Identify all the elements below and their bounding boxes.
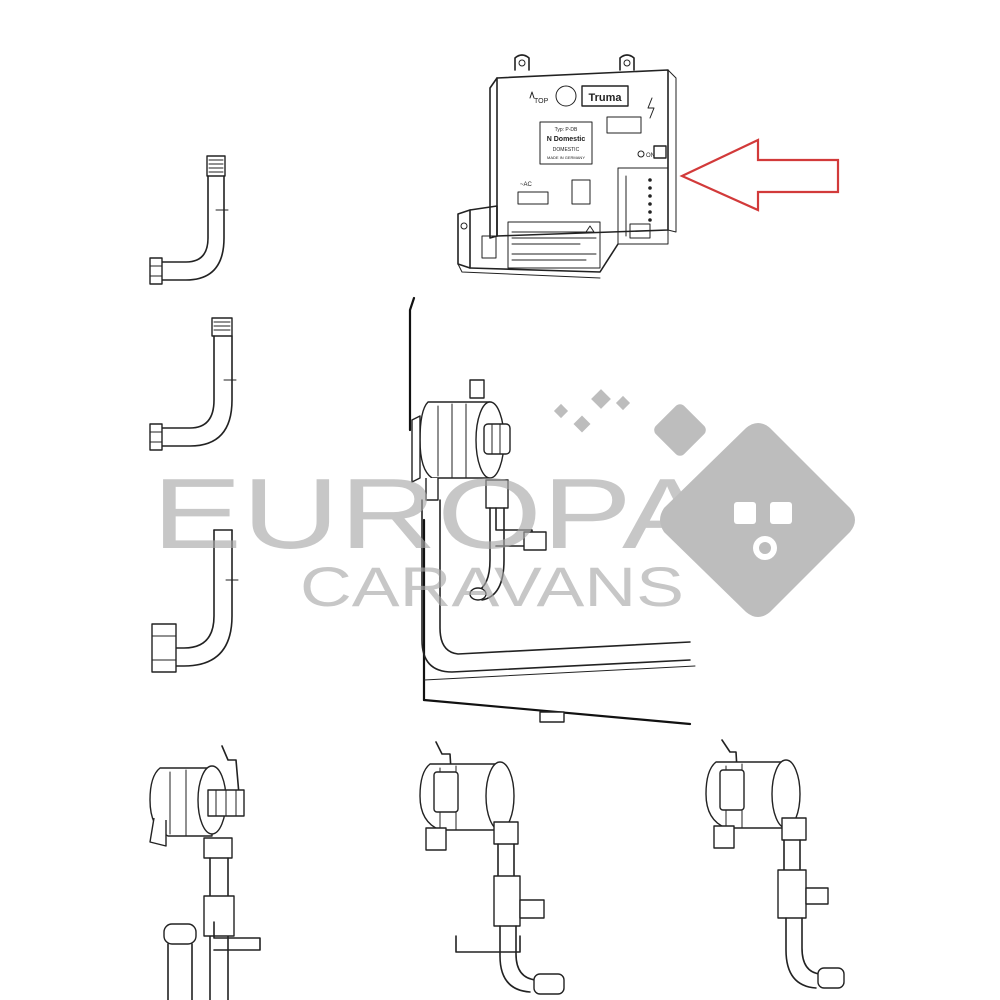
label-line-3: DOMESTIC (553, 147, 580, 153)
watermark-line2: CARAVANS (300, 555, 684, 618)
ac-marking: ~AC (520, 182, 533, 188)
pipe-elbow-3 (151, 529, 239, 673)
watermark-logo: EUROPA CARAVANS (152, 389, 855, 618)
gas-valve-bottom-left (149, 745, 261, 1000)
label-line-4: MADE IN GERMANY (547, 155, 585, 160)
pipe-elbow-1 (149, 155, 229, 285)
label-line-1: Typ: P-DB (555, 127, 578, 133)
pointer-arrow (679, 138, 840, 212)
on-mark: ON (646, 153, 655, 159)
pipe-elbow-2 (149, 317, 237, 451)
gas-valve-bottom-right (705, 739, 845, 989)
watermark-line1: EUROPA (152, 458, 712, 570)
control-unit-box: Truma TOP Typ: P-DB N Domestic DOMESTIC … (457, 54, 677, 279)
gas-valve-bottom-center (419, 741, 565, 995)
label-line-2: N Domestic (547, 136, 586, 143)
panel-frame (408, 296, 696, 726)
top-mark: TOP (534, 98, 549, 105)
brand-logo: Truma (588, 92, 622, 104)
caravan-logo-icon (660, 423, 855, 617)
gas-valve-center (411, 379, 691, 673)
